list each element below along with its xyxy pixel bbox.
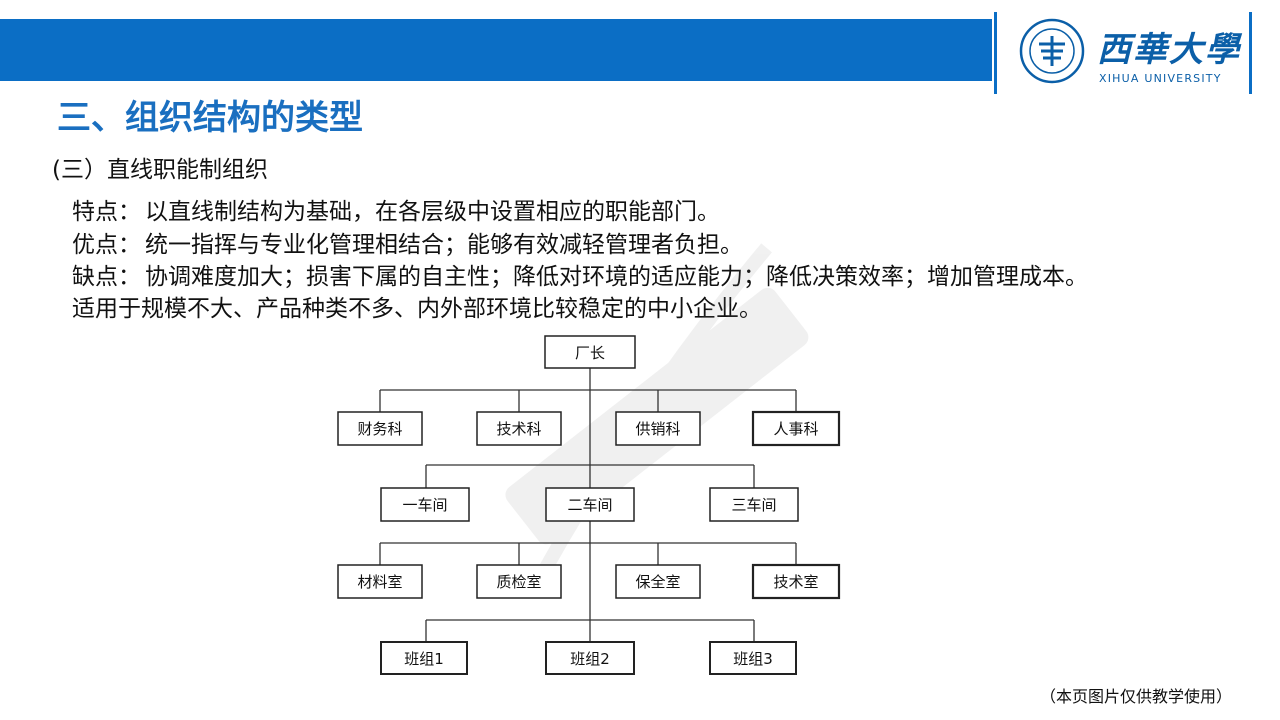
footnote: （本页图片仅供教学使用） (1040, 687, 1233, 706)
org-section-3: 保全室 (635, 573, 680, 591)
advantage-line: 优点：统一指挥与专业化管理相结合；能够有效减轻管理者负担。 (72, 225, 743, 259)
advantage-label: 优点： (72, 232, 141, 258)
org-chart: 厂长 财务科 技术科 供销科 人事科 一车间 二车间 三车间 材料室 质检室 保… (337, 335, 841, 675)
disadvantage-line: 缺点：协调难度加大；损害下属的自主性；降低对环境的适应能力；降低决策效率；增加管… (72, 257, 1088, 291)
applicability-line: 适用于规模不大、产品种类不多、内外部环境比较稳定的中小企业。 (72, 289, 762, 323)
org-staff-2: 技术科 (496, 420, 541, 438)
org-staff-4: 人事科 (773, 420, 818, 438)
org-section-2: 质检室 (496, 573, 541, 591)
org-workshop-3: 三车间 (731, 496, 776, 514)
disadvantage-text: 协调难度加大；损害下属的自主性；降低对环境的适应能力；降低决策效率；增加管理成本… (145, 264, 1088, 290)
university-name-cn: 西華大學 (1097, 30, 1241, 70)
org-team-1: 班组1 (404, 650, 444, 668)
university-name-en: XIHUA UNIVERSITY (1099, 72, 1222, 85)
org-workshop-2: 二车间 (567, 496, 612, 514)
org-section-1: 材料室 (357, 573, 402, 591)
feature-line: 特点：以直线制结构为基础，在各层级中设置相应的职能部门。 (72, 192, 720, 226)
org-team-2: 班组2 (570, 650, 610, 668)
header-bar (0, 19, 992, 81)
slide-title: 三、组织结构的类型 (57, 98, 363, 138)
advantage-text: 统一指挥与专业化管理相结合；能够有效减轻管理者负担。 (145, 232, 743, 258)
org-workshop-1: 一车间 (402, 496, 447, 514)
org-root-label: 厂长 (575, 344, 605, 362)
org-staff-1: 财务科 (357, 420, 402, 438)
feature-label: 特点： (72, 199, 141, 225)
org-section-4: 技术室 (773, 573, 818, 591)
university-logo: 西華大學 XIHUA UNIVERSITY (994, 12, 1252, 94)
slide-subtitle: (三）直线职能制组织 (52, 157, 268, 183)
applicability-text: 适用于规模不大、产品种类不多、内外部环境比较稳定的中小企业。 (72, 296, 762, 322)
university-seal-icon (1019, 18, 1085, 84)
disadvantage-label: 缺点： (72, 264, 141, 290)
org-team-3: 班组3 (733, 650, 773, 668)
feature-text: 以直线制结构为基础，在各层级中设置相应的职能部门。 (145, 199, 720, 225)
org-staff-3: 供销科 (635, 420, 680, 438)
